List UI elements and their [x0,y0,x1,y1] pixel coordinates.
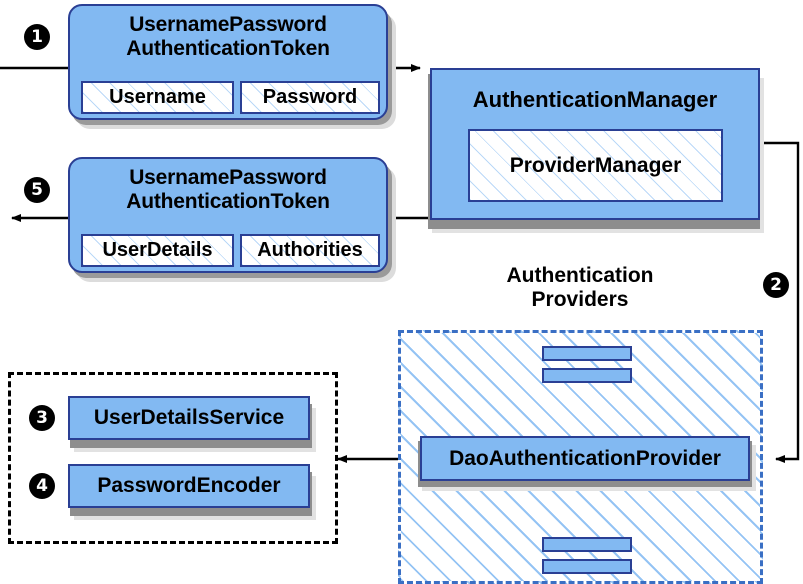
password-encoder-label: PasswordEncoder [97,474,281,497]
dao-authentication-provider-box[interactable]: DaoAuthenticationProvider [420,436,750,481]
step-badge-3: 3 [29,405,55,431]
response-token-title-line1: UsernamePassword [129,166,327,189]
other-provider-bar-top-1[interactable] [542,346,632,361]
authentication-providers-title: Authentication Providers [455,264,705,312]
response-token-title: UsernamePassword AuthenticationToken [70,166,386,213]
step-badge-1: 1 [24,24,50,50]
connector-manager-to-provider [760,141,800,463]
response-token-field-userdetails-label: UserDetails [102,239,213,261]
step-badge-2: 2 [763,272,789,298]
request-token-field-username-label: Username [109,86,206,108]
authentication-manager-title: AuthenticationManager [472,87,718,112]
other-provider-bar-top-2[interactable] [542,368,632,383]
response-token-box[interactable]: UsernamePassword AuthenticationToken Use… [68,157,388,273]
step-badge-5: 5 [24,177,50,203]
request-token-title: UsernamePassword AuthenticationToken [70,13,386,60]
authentication-providers-title-line1: Authentication [506,264,654,287]
dao-authentication-provider-label: DaoAuthenticationProvider [449,446,721,470]
provider-dependencies-region [8,372,338,544]
response-token-field-userdetails[interactable]: UserDetails [81,234,234,267]
other-provider-bar-bottom-2[interactable] [542,559,632,574]
response-token-field-authorities[interactable]: Authorities [240,234,380,267]
request-token-field-username[interactable]: Username [81,81,234,114]
password-encoder-box[interactable]: PasswordEncoder [68,464,310,508]
step-badge-4: 4 [29,473,55,499]
request-token-box[interactable]: UsernamePassword AuthenticationToken Use… [68,4,388,120]
provider-manager-label: ProviderManager [509,153,682,177]
provider-manager-inner-box[interactable]: ProviderManager [468,129,723,202]
authentication-providers-title-line2: Providers [531,287,629,311]
response-token-field-authorities-label: Authorities [257,239,363,261]
request-token-field-password[interactable]: Password [240,81,380,114]
response-token-title-line2: AuthenticationToken [126,189,330,213]
request-token-title-line1: UsernamePassword [129,13,327,36]
other-provider-bar-bottom-1[interactable] [542,537,632,552]
user-details-service-label: UserDetailsService [93,406,285,429]
authentication-manager-box[interactable]: AuthenticationManager ProviderManager [430,68,760,220]
user-details-service-box[interactable]: UserDetailsService [68,396,310,440]
request-token-field-password-label: Password [262,86,358,108]
request-token-title-line2: AuthenticationToken [126,36,330,60]
